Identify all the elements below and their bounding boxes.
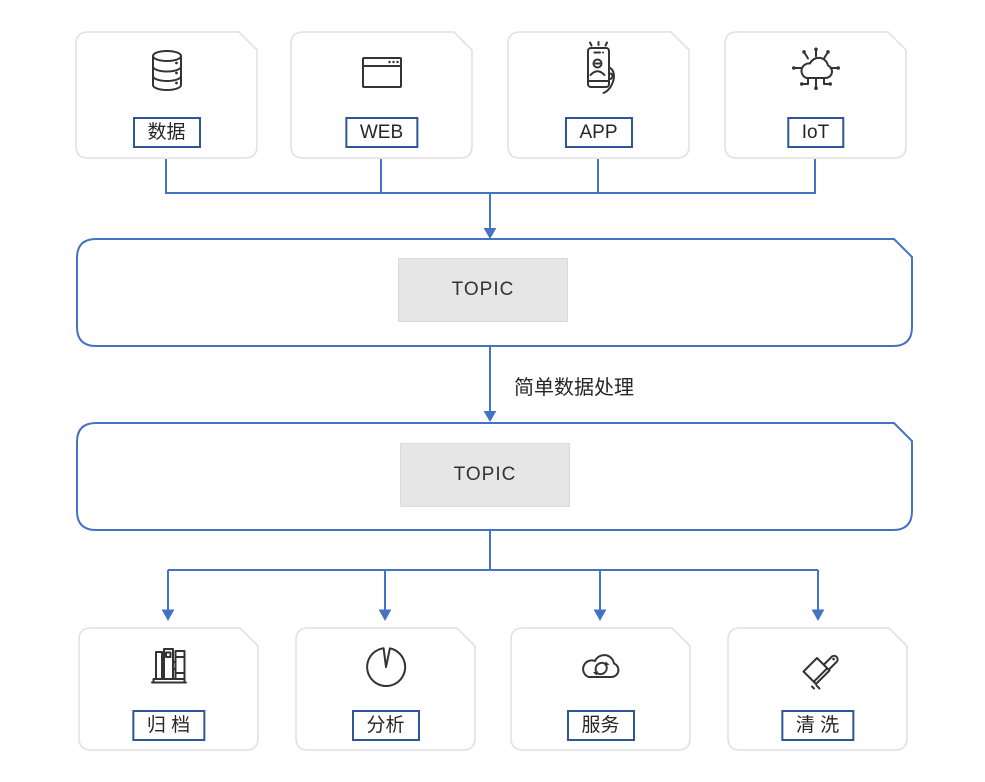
card-outline <box>295 627 476 751</box>
sink-card-archive: 归 档 <box>78 627 259 751</box>
card-outline <box>290 31 473 159</box>
card-outline <box>724 31 907 159</box>
source-card-app: APP <box>507 31 690 159</box>
sink-label-cleaning: 清 洗 <box>780 710 855 741</box>
sink-label-analysis: 分析 <box>351 710 420 741</box>
source-card-iot: IoT <box>724 31 907 159</box>
card-outline <box>727 627 908 751</box>
database-icon <box>151 50 182 91</box>
sink-card-analysis: 分析 <box>295 627 476 751</box>
topic-label-lower: TOPIC <box>453 464 517 485</box>
card-outline <box>507 31 690 159</box>
sink-card-service: 服务 <box>510 627 691 751</box>
source-label-iot: IoT <box>786 117 845 148</box>
web-browser-icon <box>361 57 402 88</box>
archive-books-icon <box>150 648 187 684</box>
sink-label-service: 服务 <box>566 710 635 741</box>
source-label-web: WEB <box>344 117 419 148</box>
iot-cloud-icon <box>791 47 840 90</box>
pie-chart-icon <box>365 647 406 688</box>
cleaning-brush-icon <box>802 654 839 690</box>
sink-card-cleaning: 清 洗 <box>727 627 908 751</box>
cloud-sync-icon <box>581 654 619 678</box>
source-card-data: 数据 <box>75 31 258 159</box>
source-card-web: WEB <box>290 31 473 159</box>
topic-box-lower: TOPIC <box>400 443 570 507</box>
card-outline <box>75 31 258 159</box>
source-label-data: 数据 <box>132 117 201 148</box>
topic-label-upper: TOPIC <box>451 279 515 300</box>
topic-box-upper: TOPIC <box>398 258 568 322</box>
card-outline <box>78 627 259 751</box>
source-label-app: APP <box>564 117 633 148</box>
mobile-app-icon <box>586 41 615 94</box>
sink-label-archive: 归 档 <box>131 710 206 741</box>
edge-label: 简单数据处理 <box>514 377 634 399</box>
card-outline <box>510 627 691 751</box>
